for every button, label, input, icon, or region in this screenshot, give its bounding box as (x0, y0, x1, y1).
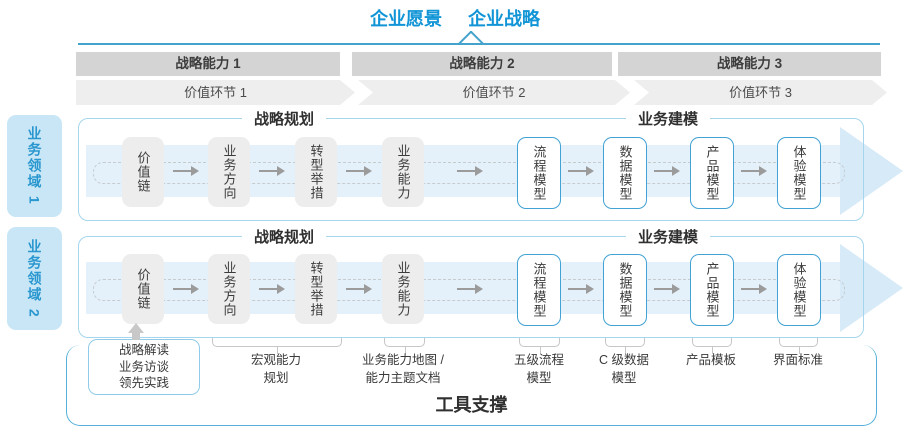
dashed-track (93, 279, 845, 301)
product-model-label: 产品模型 (704, 262, 720, 318)
bracket-ui-standard (779, 338, 818, 354)
data-model-label: 数据模型 (617, 262, 633, 318)
flow-arrow-icon (457, 166, 483, 176)
flow-arrow-icon (654, 284, 680, 294)
bracket-data-model (605, 338, 645, 354)
bracket-capability-map (384, 338, 425, 354)
value-chain-label: 价值链 (135, 268, 151, 310)
macro-capability-planning-label: 宏观能力 规划 (250, 353, 302, 385)
bracket-macro-capability (212, 338, 342, 354)
flow-arrow-icon (259, 284, 285, 294)
flow-arrow-icon (568, 284, 594, 294)
capability-bar-3: 战略能力 3 (618, 52, 881, 76)
experience-model-label: 体验模型 (791, 262, 807, 318)
process-model-label: 流程模型 (531, 145, 547, 201)
value-chain-box: 价值链 (122, 254, 164, 324)
product-model-box: 产品模型 (690, 137, 734, 209)
tool-support-container: 工具支撑 (66, 345, 877, 426)
caret-up-icon (444, 31, 496, 43)
business-capability-box: 业务能力 (382, 137, 424, 207)
process-model-label: 流程模型 (531, 262, 547, 318)
domain-tab-2-label: 业务领域 2 (26, 238, 43, 319)
flow-arrow-icon (346, 166, 372, 176)
data-model-box: 数据模型 (603, 254, 647, 326)
business-capability-label: 业务能力 (395, 261, 411, 317)
flow-arrow-icon (568, 166, 594, 176)
bracket-product-template (692, 338, 732, 354)
business-capability-box: 业务能力 (382, 254, 424, 324)
value-link-chevron-2: 价值环节 2 (358, 80, 630, 105)
flow-arrow-icon (741, 284, 767, 294)
business-direction-box: 业务方向 (208, 137, 250, 207)
value-link-chevron-1: 价值环节 1 (76, 80, 355, 105)
dashed-track (93, 162, 845, 184)
experience-model-label: 体验模型 (791, 145, 807, 201)
section-header-modeling: 业务建模 (625, 226, 711, 247)
c-level-data-label: C 级数据 模型 (598, 353, 650, 385)
flow-arrow-icon (173, 166, 199, 176)
experience-model-box: 体验模型 (777, 137, 821, 209)
flow-arrow-icon (346, 284, 372, 294)
flow-arrowhead-icon (840, 127, 903, 215)
transformation-initiatives-label: 转型举措 (308, 144, 324, 200)
section-header-planning: 战略规划 (241, 226, 327, 247)
bracket-process-model (519, 338, 560, 354)
data-model-box: 数据模型 (603, 137, 647, 209)
data-model-label: 数据模型 (617, 145, 633, 201)
flow-arrow-icon (173, 284, 199, 294)
vision-title: 企业愿景 (370, 9, 442, 29)
business-capability-label: 业务能力 (395, 144, 411, 200)
flow-arrow-icon (457, 284, 483, 294)
domain-tab-2: 业务领域 2 (7, 227, 62, 330)
value-chain-label: 价值链 (135, 151, 151, 193)
product-template-label: 产品模板 (685, 353, 737, 367)
flow-arrow-icon (259, 166, 285, 176)
transformation-initiatives-box: 转型举措 (295, 137, 337, 207)
ui-standard-label: 界面标准 (772, 353, 824, 367)
flow-arrowhead-icon (840, 244, 903, 332)
value-link-chevron-3: 价值环节 3 (634, 80, 887, 105)
source-practices-box: 战略解读 业务访谈 领先实践 (88, 339, 200, 395)
process-model-box: 流程模型 (517, 254, 561, 326)
strategy-divider-line (78, 43, 880, 45)
page-title: 企业愿景 企业战略 (0, 5, 910, 31)
flow-arrow-icon (741, 166, 767, 176)
capability-map-label: 业务能力地图 / 能力主题文档 (362, 353, 444, 385)
domain-lane-2: 价值链 业务方向 转型举措 业务能力 流程模型 数据模型 产品模型 体验模型 战… (78, 226, 903, 338)
product-model-box: 产品模型 (690, 254, 734, 326)
capability-bar-1: 战略能力 1 (76, 52, 340, 76)
tool-support-label: 工具支撑 (435, 395, 508, 415)
experience-model-box: 体验模型 (777, 254, 821, 326)
strategy-title: 企业战略 (468, 9, 540, 29)
section-header-planning: 战略规划 (241, 108, 327, 129)
value-chain-box: 价值链 (122, 137, 164, 207)
capability-bar-2: 战略能力 2 (352, 52, 612, 76)
transformation-initiatives-label: 转型举措 (308, 261, 324, 317)
business-direction-label: 业务方向 (221, 261, 237, 317)
transformation-initiatives-box: 转型举措 (295, 254, 337, 324)
business-direction-label: 业务方向 (221, 144, 237, 200)
domain-tab-1: 业务领域 1 (7, 115, 62, 217)
product-model-label: 产品模型 (704, 145, 720, 201)
process-model-box: 流程模型 (517, 137, 561, 209)
domain-tab-1-label: 业务领域 1 (26, 126, 43, 206)
up-arrow-shaft (132, 333, 140, 340)
five-level-process-label: 五级流程 模型 (513, 353, 565, 385)
up-arrow-icon (128, 323, 144, 333)
caret-shape (448, 31, 494, 43)
business-direction-box: 业务方向 (208, 254, 250, 324)
section-header-modeling: 业务建模 (625, 108, 711, 129)
domain-lane-1: 价值链 业务方向 转型举措 业务能力 流程模型 数据模型 产品模型 体验模型 战… (78, 108, 903, 221)
flow-arrow-icon (654, 166, 680, 176)
